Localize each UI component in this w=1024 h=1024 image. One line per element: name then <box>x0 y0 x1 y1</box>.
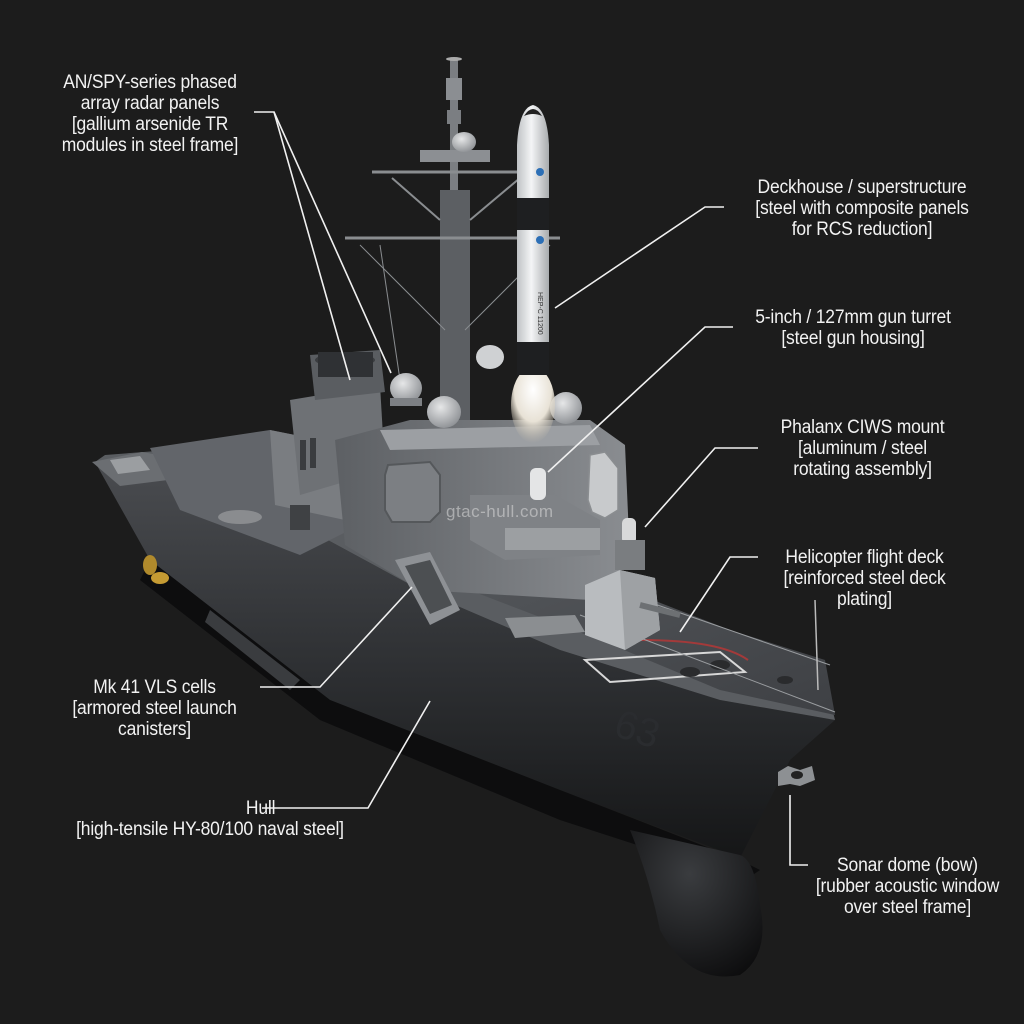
radar-panel-starboard <box>587 451 619 519</box>
callout-material: plating] <box>837 589 892 610</box>
leader-lines <box>254 111 808 866</box>
missile-rocket: HEP-C 11200 <box>511 105 555 443</box>
callout-title: Phalanx CIWS mount <box>780 417 945 438</box>
callout-title: Mk 41 VLS cells <box>93 677 216 698</box>
leader-deckhouse <box>554 206 724 309</box>
leader-flightdeck <box>679 556 758 633</box>
leader-gun <box>547 326 733 473</box>
callout-material: over steel frame] <box>843 897 972 918</box>
callout-title: Deckhouse / superstructure <box>757 177 967 198</box>
callout-radar-panels: AN/SPY-series phased array radar panels … <box>49 72 251 156</box>
callout-hull: Hull [high-tensile HY-80/100 naval steel… <box>54 798 367 840</box>
callout-flight-deck: Helicopter flight deck [reinforced steel… <box>770 547 959 610</box>
callout-material: [rubber acoustic window <box>815 876 1000 897</box>
callout-ciws: Phalanx CIWS mount [aluminum / steel rot… <box>768 417 957 480</box>
callout-title: 5-inch / 127mm gun turret <box>755 307 951 328</box>
leader-sonar <box>789 795 808 866</box>
radar-domes <box>390 373 582 428</box>
callout-gun-turret: 5-inch / 127mm gun turret [steel gun hou… <box>743 307 964 349</box>
callout-title: array radar panels <box>80 93 220 114</box>
watermark: gtac-hull.com <box>446 502 554 521</box>
callout-title: Hull <box>245 798 276 819</box>
leader-vls <box>260 586 413 688</box>
leader-radar-a <box>254 111 351 381</box>
svg-text:HEP-C 11200: HEP-C 11200 <box>536 292 543 335</box>
sonar-dome <box>630 830 763 977</box>
callout-title: AN/SPY-series phased <box>63 72 237 93</box>
callout-vls-cells: Mk 41 VLS cells [armored steel launch ca… <box>60 677 249 740</box>
leader-radar-b <box>273 111 392 374</box>
callout-title: Helicopter flight deck <box>785 547 944 568</box>
callout-deckhouse: Deckhouse / superstructure [steel with c… <box>738 177 986 240</box>
callout-material: canisters] <box>118 719 191 740</box>
callout-material: [gallium arsenide TR <box>71 114 229 135</box>
callout-material: [reinforced steel deck <box>783 568 946 589</box>
callout-material: rotating assembly] <box>793 459 932 480</box>
ciws-mount <box>530 468 645 570</box>
callout-material: [high-tensile HY-80/100 naval steel] <box>76 819 344 840</box>
leader-hull <box>262 700 431 809</box>
gun-turret <box>585 570 681 650</box>
callout-material: for RCS reduction] <box>791 219 933 240</box>
callout-material: [aluminum / steel <box>797 438 928 459</box>
bow-fitting <box>778 766 815 786</box>
callout-material: [steel gun housing] <box>781 328 925 349</box>
radar-panel-port <box>384 460 441 523</box>
leader-ciws <box>644 447 758 528</box>
callout-material: [armored steel launch <box>72 698 237 719</box>
callout-sonar-dome: Sonar dome (bow) [rubber acoustic window… <box>809 855 1007 918</box>
stern-flight-deck <box>92 452 175 486</box>
callout-material: modules in steel frame] <box>61 135 239 156</box>
callout-title: Sonar dome (bow) <box>837 855 978 876</box>
main-mast <box>345 57 560 420</box>
callout-material: [steel with composite panels <box>755 198 969 219</box>
